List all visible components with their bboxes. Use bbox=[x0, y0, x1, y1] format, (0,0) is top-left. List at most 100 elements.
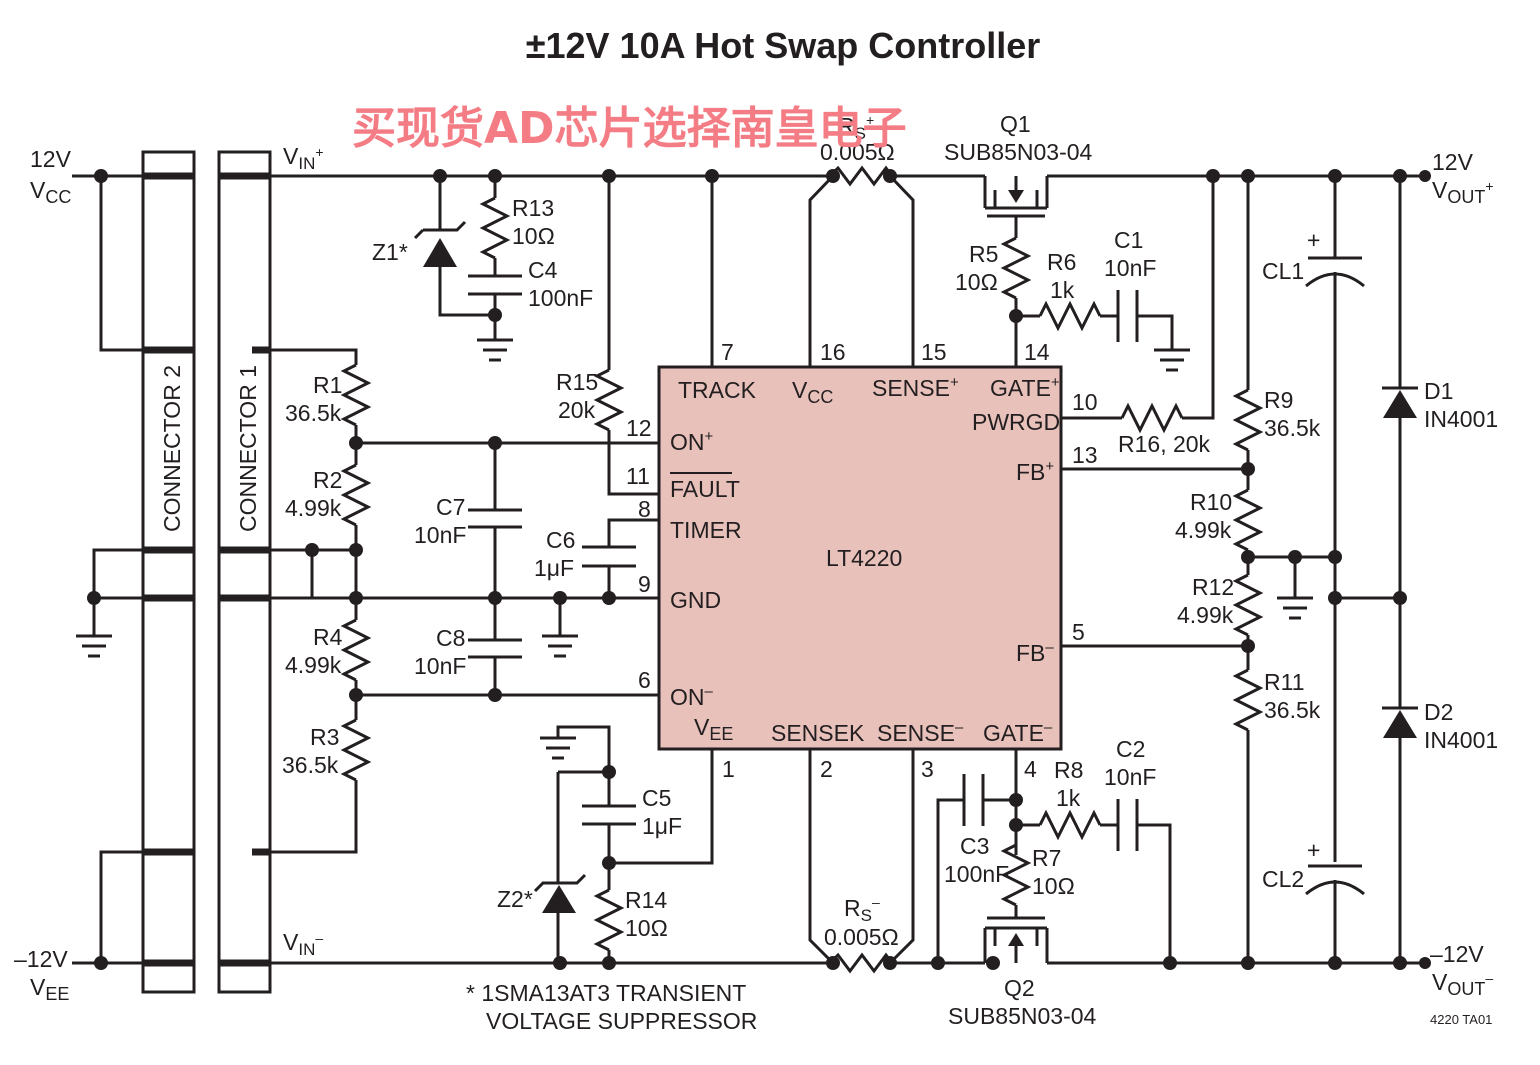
r10-value: 4.99k bbox=[1175, 517, 1232, 543]
q2-ref: Q2 bbox=[1004, 975, 1035, 1001]
r11-value: 36.5k bbox=[1264, 697, 1321, 723]
pin-gnd-label: GND bbox=[670, 587, 721, 613]
supply-labels: 12V VCC –12V VEE 12V VOUT+ –12V VOUT– VI… bbox=[14, 143, 1494, 1004]
c7-value: 10nF bbox=[414, 522, 466, 548]
pin-number-1: 1 bbox=[722, 756, 735, 782]
pin-number-9: 9 bbox=[638, 571, 651, 597]
r8-ref: R8 bbox=[1054, 757, 1083, 783]
cl1-ref: CL1 bbox=[1262, 258, 1304, 284]
r4-ref: R4 bbox=[313, 624, 343, 650]
r15-ref: R15 bbox=[556, 369, 598, 395]
c2-value: 10nF bbox=[1104, 764, 1156, 790]
r5-value: 10Ω bbox=[955, 269, 998, 295]
pin-number-13: 13 bbox=[1072, 442, 1098, 468]
r12-value: 4.99k bbox=[1177, 602, 1234, 628]
vout-plus-label: VOUT+ bbox=[1432, 177, 1494, 207]
c4-value: 100nF bbox=[528, 285, 593, 311]
c1-value: 10nF bbox=[1104, 255, 1156, 281]
rs-minus-ref: RS– bbox=[844, 894, 880, 925]
vin-plus-label: VIN+ bbox=[283, 143, 324, 173]
right-divider: R9 36.5k R10 4.99k R12 4.99k R11 36.5k bbox=[1061, 176, 1335, 963]
c5-value: 1μF bbox=[642, 813, 682, 839]
r1-value: 36.5k bbox=[285, 400, 342, 426]
connector-2-label: CONNECTOR 2 bbox=[159, 365, 185, 532]
rs-minus-sense-resistor: RS– 0.005Ω bbox=[808, 749, 915, 974]
output-caps-diodes: + CL1 + CL2 D1 IN4001 D2 IN4001 bbox=[1262, 176, 1498, 963]
pin-number-6: 6 bbox=[638, 667, 651, 693]
c5-ref: C5 bbox=[642, 785, 671, 811]
q1-mosfet: Q1 SUB85N03-04 R5 10Ω R6 1k C1 10nF bbox=[944, 111, 1190, 372]
connector-2: CONNECTOR 2 bbox=[141, 150, 196, 994]
pin-fb-minus-label: FB– bbox=[1016, 639, 1054, 666]
cl2-ref: CL2 bbox=[1262, 866, 1304, 892]
pin-vcc-label: VCC bbox=[792, 377, 833, 407]
pin-timer-label: TIMER bbox=[670, 517, 742, 543]
d2-value: IN4001 bbox=[1424, 727, 1498, 753]
svg-text:+: + bbox=[1307, 837, 1320, 863]
pin-sense-plus-label: SENSE+ bbox=[872, 374, 959, 401]
pin-number-4: 4 bbox=[1024, 756, 1037, 782]
left-divider: R1 36.5k R2 4.99k R4 4.99k R3 36.5k bbox=[282, 363, 372, 782]
pin-number-2: 2 bbox=[820, 756, 833, 782]
pwrgd-r16: R16, 20k bbox=[1061, 176, 1215, 457]
r3-value: 36.5k bbox=[282, 752, 339, 778]
pin-number-8: 8 bbox=[638, 496, 651, 522]
r11-ref: R11 bbox=[1264, 669, 1305, 695]
pin-pwrgd-label: PWRGD bbox=[972, 409, 1060, 435]
r13-value: 10Ω bbox=[512, 223, 555, 249]
c4-ref: C4 bbox=[528, 257, 558, 283]
pin-number-3: 3 bbox=[921, 756, 934, 782]
pin-number-14: 14 bbox=[1024, 339, 1050, 365]
c3-ref: C3 bbox=[960, 833, 989, 859]
rs-plus-value: 0.005Ω bbox=[820, 139, 895, 165]
vcc-voltage: 12V bbox=[30, 146, 72, 172]
c6-value: 1μF bbox=[534, 555, 574, 581]
pin-fault-label: FAULT bbox=[670, 476, 740, 502]
d2-ref: D2 bbox=[1424, 699, 1453, 725]
pin-sensek-label: SENSEK bbox=[771, 720, 865, 746]
left-wiring bbox=[72, 169, 358, 970]
vout-minus-label: VOUT– bbox=[1432, 969, 1493, 999]
pin-number-12: 12 bbox=[626, 415, 652, 441]
r9-ref: R9 bbox=[1264, 387, 1293, 413]
r7-value: 10Ω bbox=[1032, 873, 1075, 899]
r2-value: 4.99k bbox=[285, 495, 342, 521]
r2-ref: R2 bbox=[313, 467, 342, 493]
r14-ref: R14 bbox=[625, 887, 667, 913]
vcc-label: VCC bbox=[30, 177, 71, 207]
footnote-line-2: VOLTAGE SUPPRESSOR bbox=[486, 1008, 757, 1034]
ic-name: LT4220 bbox=[826, 545, 902, 571]
c8-value: 10nF bbox=[414, 653, 466, 679]
pin-number-7: 7 bbox=[721, 339, 734, 365]
rs-minus-value: 0.005Ω bbox=[824, 924, 899, 950]
r4-value: 4.99k bbox=[285, 652, 342, 678]
vee-label: VEE bbox=[30, 974, 69, 1004]
r1-ref: R1 bbox=[313, 372, 342, 398]
c3-value: 100nF bbox=[944, 861, 1009, 887]
c1-ref: C1 bbox=[1114, 227, 1143, 253]
c7-ref: C7 bbox=[436, 494, 465, 520]
r8-value: 1k bbox=[1056, 785, 1081, 811]
r9-value: 36.5k bbox=[1264, 415, 1321, 441]
z1-ref: Z1* bbox=[372, 239, 408, 265]
pin-numbers: 7 16 15 14 10 12 11 8 9 13 5 6 1 2 3 4 bbox=[626, 339, 1098, 782]
pin-on-plus-label: ON+ bbox=[670, 428, 714, 455]
z1-r13-c4-snubber: Z1* R13 10Ω C4 100nF bbox=[372, 176, 593, 362]
vee-voltage: –12V bbox=[14, 946, 68, 972]
r6-ref: R6 bbox=[1047, 249, 1076, 275]
pin-number-16: 16 bbox=[820, 339, 846, 365]
pin-fb-plus-label: FB+ bbox=[1016, 458, 1054, 485]
pin-sense-minus-label: SENSE– bbox=[877, 719, 964, 746]
d1-value: IN4001 bbox=[1424, 406, 1498, 432]
pin-number-15: 15 bbox=[921, 339, 947, 365]
pin-vee-label: VEE bbox=[694, 714, 733, 744]
r5-ref: R5 bbox=[969, 241, 998, 267]
r13-ref: R13 bbox=[512, 195, 554, 221]
pin-track-label: TRACK bbox=[678, 377, 757, 403]
c2-ref: C2 bbox=[1116, 736, 1145, 762]
svg-text:+: + bbox=[1307, 227, 1320, 253]
r7-ref: R7 bbox=[1032, 845, 1061, 871]
r14-value: 10Ω bbox=[625, 915, 668, 941]
pin-number-10: 10 bbox=[1072, 389, 1098, 415]
c6-ref: C6 bbox=[546, 527, 575, 553]
